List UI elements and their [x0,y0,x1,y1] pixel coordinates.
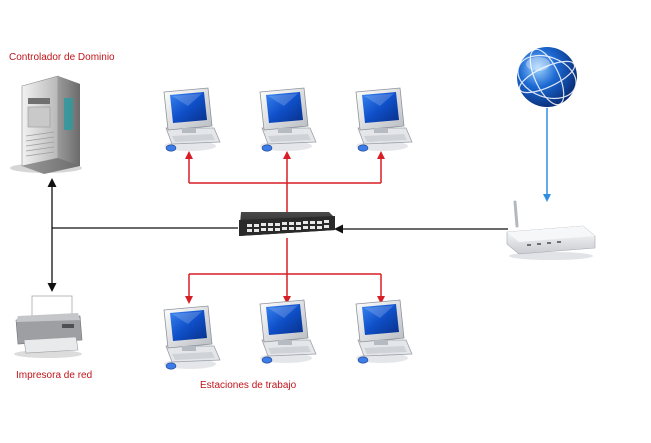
workstation-bottom-3 [355,299,413,364]
workstation-top-3 [355,87,413,152]
workstation-top-1 [163,87,221,152]
lan-links [47,108,551,304]
workstation-top-2 [259,87,317,152]
workstation-bottom-1 [163,305,221,370]
server-tower-icon [10,75,82,174]
wireless-router-icon [506,200,596,260]
network-switch-icon [239,212,335,236]
printer-icon [14,295,83,358]
domain-controller-label: Controlador de Dominio [9,52,115,63]
network-printer-label: Impresora de red [16,370,93,381]
workstations-label: Estaciones de trabajo [200,380,297,391]
workstation-bottom-2 [259,299,317,364]
globe-icon [517,47,577,107]
